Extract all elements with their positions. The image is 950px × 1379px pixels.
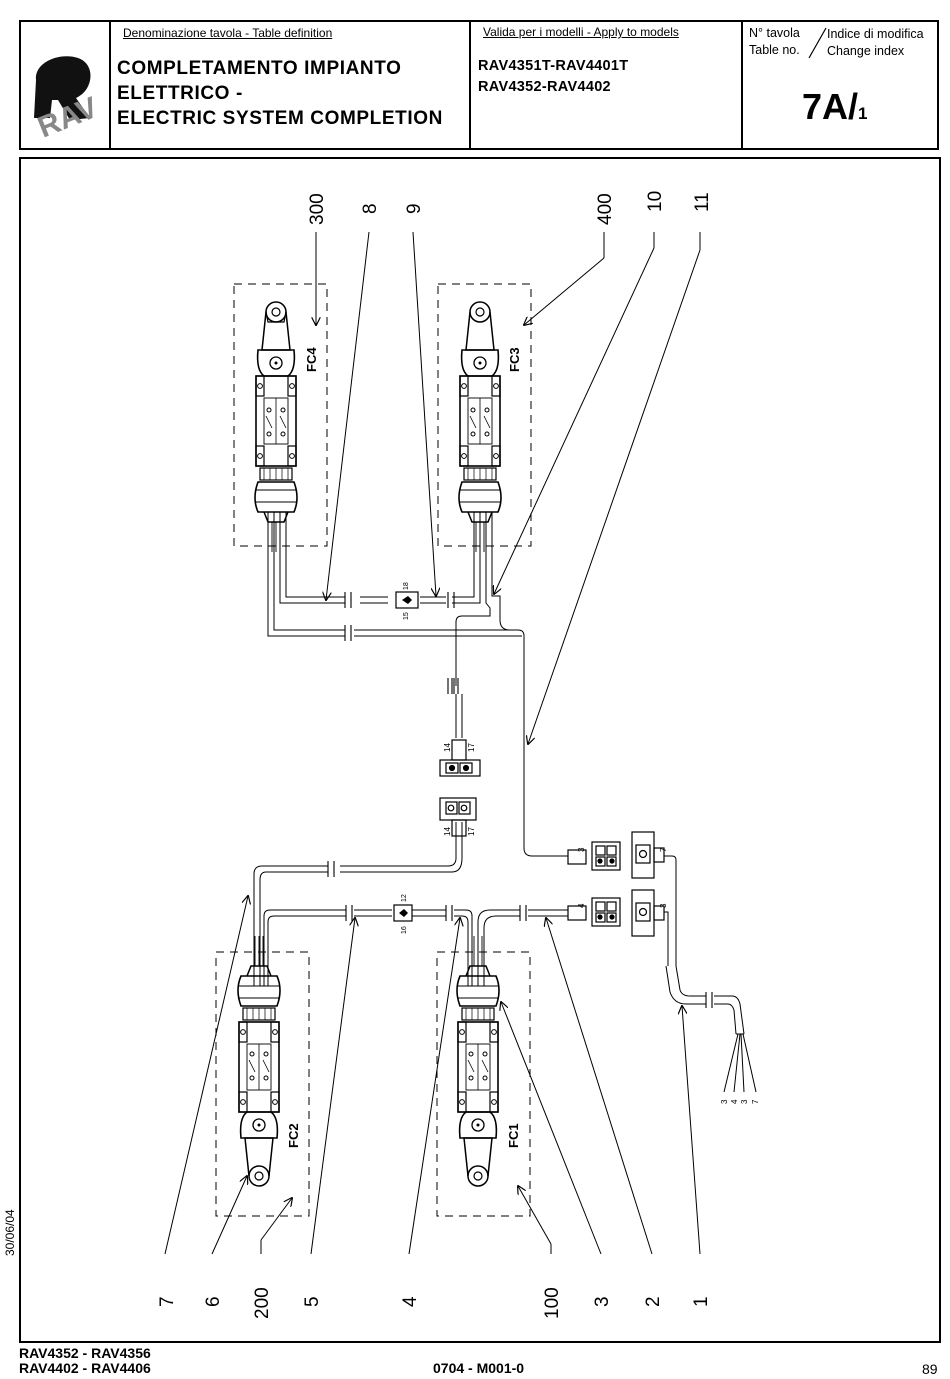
- callout-4: 4: [400, 1296, 421, 1307]
- drawing-frame: [19, 157, 941, 1343]
- terminal-connector-upper: [567, 831, 665, 879]
- footer-doc-code: 0704 - M001-0: [433, 1360, 525, 1376]
- cable-wire-4: 4: [730, 1099, 739, 1104]
- table-no-label-it: N° tavola: [749, 26, 800, 40]
- callout-11: 11: [692, 192, 713, 212]
- table-no-slash: [808, 27, 827, 59]
- callout-8: 8: [360, 203, 381, 214]
- callout-5: 5: [302, 1296, 323, 1307]
- callout-1: 1: [691, 1296, 712, 1307]
- limit-switch-fc2: [237, 935, 281, 1187]
- center-pin-14a: 14: [443, 743, 452, 752]
- header-frame: [19, 20, 939, 150]
- title-line-1: COMPLETAMENTO IMPIANTO: [117, 58, 402, 79]
- output-cable: [664, 855, 757, 1093]
- pin-18: 18: [403, 582, 410, 590]
- terminal-pin-3b: 3: [659, 903, 668, 908]
- title-line-3: ELECTRIC SYSTEM COMPLETION: [117, 108, 443, 129]
- table-number: 7A/1: [802, 86, 868, 128]
- terminal-connector-lower: [567, 889, 665, 937]
- header-divider-2: [469, 20, 471, 150]
- header-divider-3: [741, 20, 743, 150]
- limit-switch-fc4: [254, 301, 298, 553]
- valid-models-label: Valida per i modelli - Apply to models: [483, 25, 679, 39]
- bottom-harness: [253, 865, 568, 986]
- pin-15: 15: [403, 612, 410, 620]
- fc3-boundary: [437, 283, 532, 547]
- callout-6: 6: [203, 1296, 224, 1307]
- fc2-boundary: [215, 951, 310, 1217]
- date-stamp: 30/06/04: [3, 1209, 17, 1256]
- center-pin-14b: 14: [443, 827, 452, 836]
- top-harness: [267, 512, 568, 873]
- callout-7: 7: [157, 1296, 178, 1307]
- inline-connector-bottom: 12 16: [393, 894, 413, 934]
- footer-models-1: RAV4352 - RAV4356: [19, 1345, 151, 1361]
- callout-100: 100: [542, 1287, 563, 1319]
- callout-3: 3: [592, 1296, 613, 1307]
- title-line-2: ELETTRICO -: [117, 83, 243, 104]
- label-fc3: FC3: [507, 347, 522, 372]
- change-index-value: 1: [858, 104, 868, 123]
- fc1-boundary: [436, 951, 531, 1217]
- center-connector-lower: [439, 797, 477, 837]
- bottom-leaders: [164, 896, 701, 1255]
- callout-400: 400: [595, 193, 616, 225]
- cable-wire-3b: 3: [740, 1099, 749, 1104]
- header-divider-1: [109, 20, 111, 150]
- fc4-boundary: [233, 283, 328, 547]
- table-definition-label: Denominazione tavola - Table definition: [123, 26, 333, 40]
- center-connector-upper: [439, 739, 481, 777]
- center-pin-17a: 17: [467, 743, 476, 752]
- label-fc2: FC2: [286, 1123, 301, 1148]
- terminal-pin-4: 4: [577, 903, 586, 908]
- pin-16: 16: [401, 926, 408, 934]
- footer-page-number: 89: [922, 1361, 938, 1377]
- terminal-pin-7a: 7: [659, 847, 668, 852]
- callout-300: 300: [307, 193, 328, 225]
- model-line-2: RAV4352-RAV4402: [478, 79, 611, 95]
- top-leaders: [316, 231, 701, 744]
- label-fc4: FC4: [304, 347, 319, 372]
- footer-models-2: RAV4402 - RAV4406: [19, 1360, 151, 1376]
- cable-wire-3a: 3: [720, 1099, 729, 1104]
- callout-200: 200: [252, 1287, 273, 1319]
- center-pin-17b: 17: [467, 827, 476, 836]
- callout-2: 2: [643, 1296, 664, 1307]
- callout-9: 9: [404, 203, 425, 214]
- table-number-value: 7A/: [802, 86, 859, 127]
- pin-12: 12: [401, 894, 408, 902]
- model-line-1: RAV4351T-RAV4401T: [478, 58, 629, 74]
- label-fc1: FC1: [506, 1123, 521, 1148]
- table-no-label-en: Table no.: [749, 43, 800, 57]
- change-index-label-en: Change index: [827, 44, 905, 58]
- callout-10: 10: [645, 191, 666, 212]
- change-index-label-it: Indice di modifica: [827, 27, 924, 41]
- cable-wire-7: 7: [751, 1099, 760, 1104]
- terminal-pin-3a: 3: [577, 847, 586, 852]
- rav-logo: RAV: [33, 56, 102, 140]
- inline-connector-top: 18 15: [395, 582, 419, 620]
